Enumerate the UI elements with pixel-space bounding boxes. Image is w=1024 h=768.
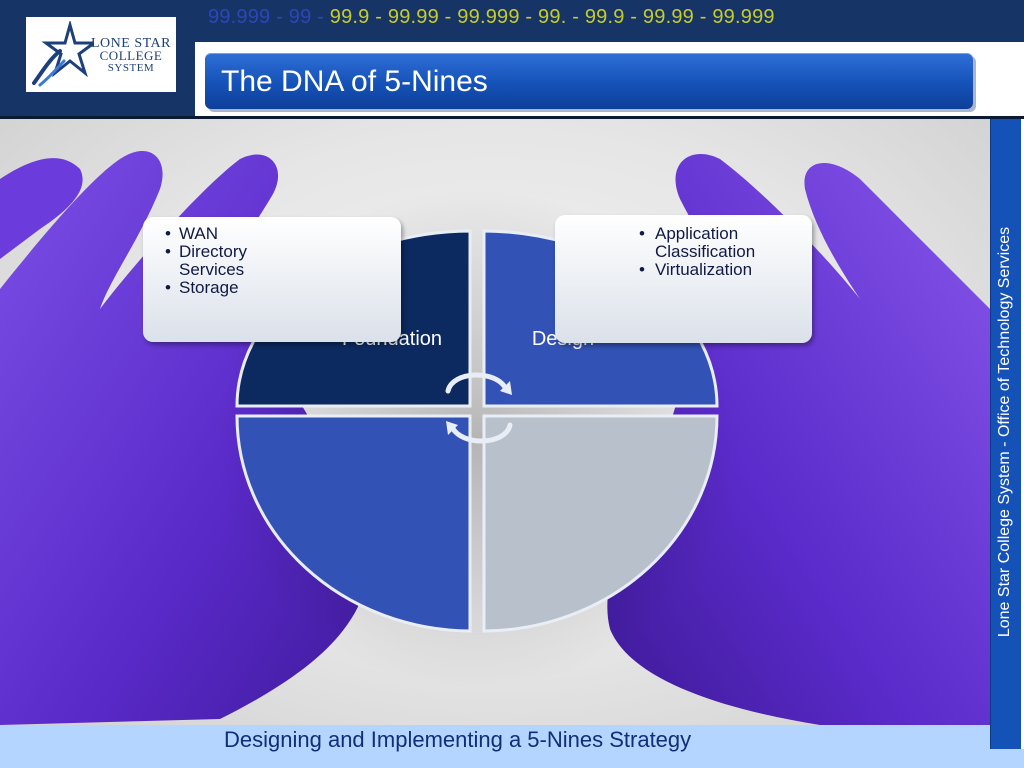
nines-ticker-prefix: 99.999 - 99 - — [208, 6, 324, 28]
list-item: Storage — [163, 279, 289, 297]
side-bar-caption: Lone Star College System - Office of Tec… — [996, 227, 1014, 637]
star-logo-icon — [30, 21, 94, 87]
slide-title: The DNA of 5-Nines — [221, 65, 488, 99]
nines-ticker-sequence: 99.9 - 99.99 - 99.999 - 99. - 99.9 - 99.… — [330, 6, 775, 28]
design-bullets-card: Application Classification Virtualizatio… — [555, 215, 812, 343]
logo-line-2: COLLEGE — [86, 50, 176, 62]
foundation-bullets-list: WAN Directory Services Storage — [163, 225, 289, 297]
list-item: Directory Services — [163, 243, 289, 279]
logo-wordmark: LONE STAR COLLEGE SYSTEM — [86, 38, 176, 74]
hands-illustration: Foundation Design — [0, 119, 990, 725]
hands-photo: Foundation Design — [0, 119, 990, 725]
footer-caption: Designing and Implementing a 5-Nines Str… — [224, 727, 691, 753]
list-item: Application Classification — [637, 225, 805, 261]
footer-corner — [990, 749, 1024, 768]
nines-ticker: 99.999 - 99 - 99.9 - 99.99 - 99.999 - 99… — [208, 6, 775, 29]
list-item: Virtualization — [637, 261, 805, 279]
foundation-bullets-card: WAN Directory Services Storage — [143, 217, 401, 342]
logo-line-3: SYSTEM — [86, 62, 176, 74]
lone-star-logo: LONE STAR COLLEGE SYSTEM — [26, 17, 176, 92]
title-bar: The DNA of 5-Nines — [205, 53, 973, 109]
design-bullets-list: Application Classification Virtualizatio… — [637, 225, 805, 279]
list-item: WAN — [163, 225, 289, 243]
